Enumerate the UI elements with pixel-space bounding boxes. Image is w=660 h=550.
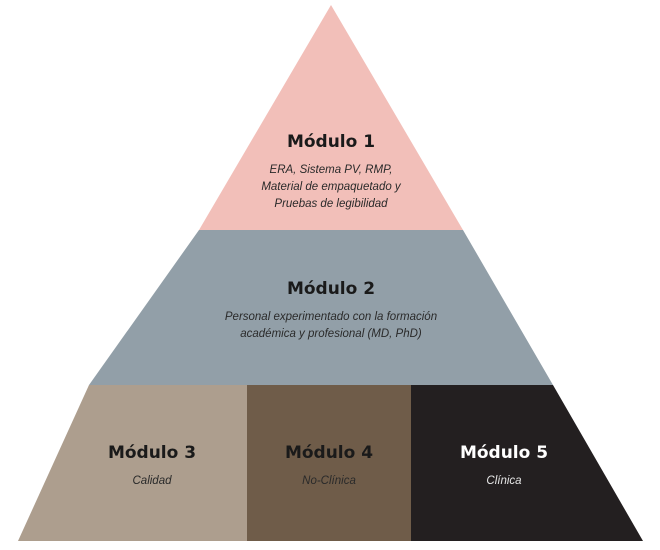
module-4-subtitle: No-Clínica	[302, 475, 356, 487]
module-1-description: ERA, Sistema PV, RMP, Material de empaqu…	[181, 162, 481, 213]
module-5-label: Módulo 5 Clínica	[429, 443, 579, 490]
module-5-subtitle: Clínica	[486, 475, 522, 487]
module-3-label: Módulo 3 Calidad	[77, 443, 227, 490]
module-1-tier	[199, 5, 463, 230]
module-5-block	[411, 385, 643, 541]
module-5-title: Módulo 5	[459, 443, 549, 463]
module-3-block	[18, 385, 247, 541]
description-line: académica y profesional (MD, PhD)	[240, 328, 422, 340]
module-4-block	[247, 385, 411, 541]
module-1-label: Módulo 1 ERA, Sistema PV, RMP, Material …	[181, 132, 481, 213]
description-line: Personal experimentado con la formación	[224, 311, 438, 323]
description-line: Pruebas de legibilidad	[274, 198, 388, 210]
module-3-subtitle: Calidad	[132, 475, 172, 487]
module-1-title: Módulo 1	[286, 132, 376, 152]
module-2-label: Módulo 2 Personal experimentado con la f…	[131, 279, 531, 343]
module-2-title: Módulo 2	[286, 279, 376, 299]
description-line: ERA, Sistema PV, RMP,	[269, 164, 393, 176]
module-3-title: Módulo 3	[107, 443, 197, 463]
description-line: Material de empaquetado y	[261, 181, 401, 193]
module-4-title: Módulo 4	[284, 443, 374, 463]
module-2-tier	[89, 230, 553, 385]
module-2-description: Personal experimentado con la formación …	[131, 309, 531, 343]
module-4-label: Módulo 4 No-Clínica	[254, 443, 404, 490]
